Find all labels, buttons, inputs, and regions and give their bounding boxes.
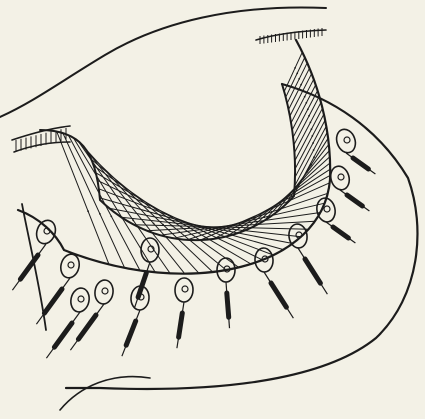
neuron-axon [126,321,136,345]
neuron-nucleus [338,174,344,180]
epithelial-cell-nucleus [305,102,307,104]
outer-capsule-outline [66,84,417,389]
epithelial-cell-nucleus [308,115,310,117]
neuron-nucleus [102,288,108,294]
neuron-fiber-tail [12,279,20,290]
neuron-cell-body [93,279,114,305]
neuron-fiber-tail [70,339,78,350]
epithelial-cell-nucleus [304,96,306,98]
sensory-neuron [315,196,356,243]
neuron-fiber-tail [348,238,355,243]
sensory-neuron-group [12,127,375,359]
neuron-cell-body [33,218,58,247]
epithelial-cell-wall [291,79,314,123]
epithelial-cell-wall [68,135,140,271]
upper-body-outline [0,7,326,117]
epithelial-cell-wall [284,52,302,91]
neuron-nucleus [324,206,330,212]
epithelial-cell-nucleus [313,149,315,151]
neuron-nucleus [68,262,74,268]
neuron-axon [179,313,183,337]
neuron-axon [44,289,62,313]
epithelial-cell-nucleus [298,78,300,80]
neuron-fiber-tail [46,347,54,358]
epithelial-cell-nucleus [255,221,257,223]
epithelial-cell-wall [63,133,125,268]
sensory-neuron [122,285,150,356]
epithelial-cell-nucleus [99,213,101,215]
neuron-fiber-tail [122,345,126,356]
epithelial-cell-nucleus [313,156,315,158]
epithelial-cell-nucleus [311,135,313,137]
epithelial-cell-nucleus [307,108,309,110]
neuron-cell-body [333,127,358,156]
neuron-nucleus [78,296,84,302]
epithelial-cell-wall [78,141,170,274]
epithelial-cell-nucleus [110,215,112,217]
epithelial-cell-nucleus [312,142,314,144]
neuron-cell-body [69,286,92,313]
neuron-axon [333,227,348,238]
neuron-axon [305,259,320,283]
epithelial-cell-nucleus [294,67,296,69]
neuron-fiber-tail [36,313,44,324]
neuron-fiber-tail [320,283,327,294]
sensory-neuron [36,252,81,324]
epithelial-cell-wall [293,91,318,138]
sensory-neuron [175,278,194,349]
neuron-axon [353,158,368,169]
neuron-fiber-tail [368,169,375,174]
epithelial-cell-nucleus [296,73,298,75]
neuron-axon [271,283,286,307]
neuron-cell-body [141,238,159,262]
neuron-axon [138,273,146,297]
epithelial-cell-nucleus [228,228,230,230]
neuron-cell-body [328,164,352,192]
sensory-neuron [12,218,58,291]
epithelial-cell-nucleus [300,84,302,86]
neuron-fiber-tail [362,206,369,211]
neuron-axon [78,315,96,339]
neuron-nucleus [344,137,350,143]
epithelial-cell-nucleus [143,221,145,223]
neuron-axon [227,293,229,317]
epithelial-cell-nucleus [153,223,155,225]
neuron-fiber-tail [229,317,230,328]
sensory-neuron [328,164,369,211]
neuron-axon [347,195,362,206]
epithelial-cell-nucleus [87,210,89,212]
neuron-fiber-tail [286,307,293,318]
epithelial-cell-group [16,28,330,274]
neuron-cell-body [175,278,194,303]
neuron-nucleus [182,286,188,292]
sensory-neuron [254,247,293,318]
sensory-neuron [287,223,327,294]
epithelial-cell-nucleus [310,122,312,124]
epithelial-cell-nucleus [311,128,313,130]
epithelial-cell-nucleus [132,219,134,221]
nerve-trunk-line [60,377,150,410]
epithelial-cell-wall [89,154,213,272]
epithelial-cell-nucleus [302,90,304,92]
neuron-axon [54,323,72,347]
